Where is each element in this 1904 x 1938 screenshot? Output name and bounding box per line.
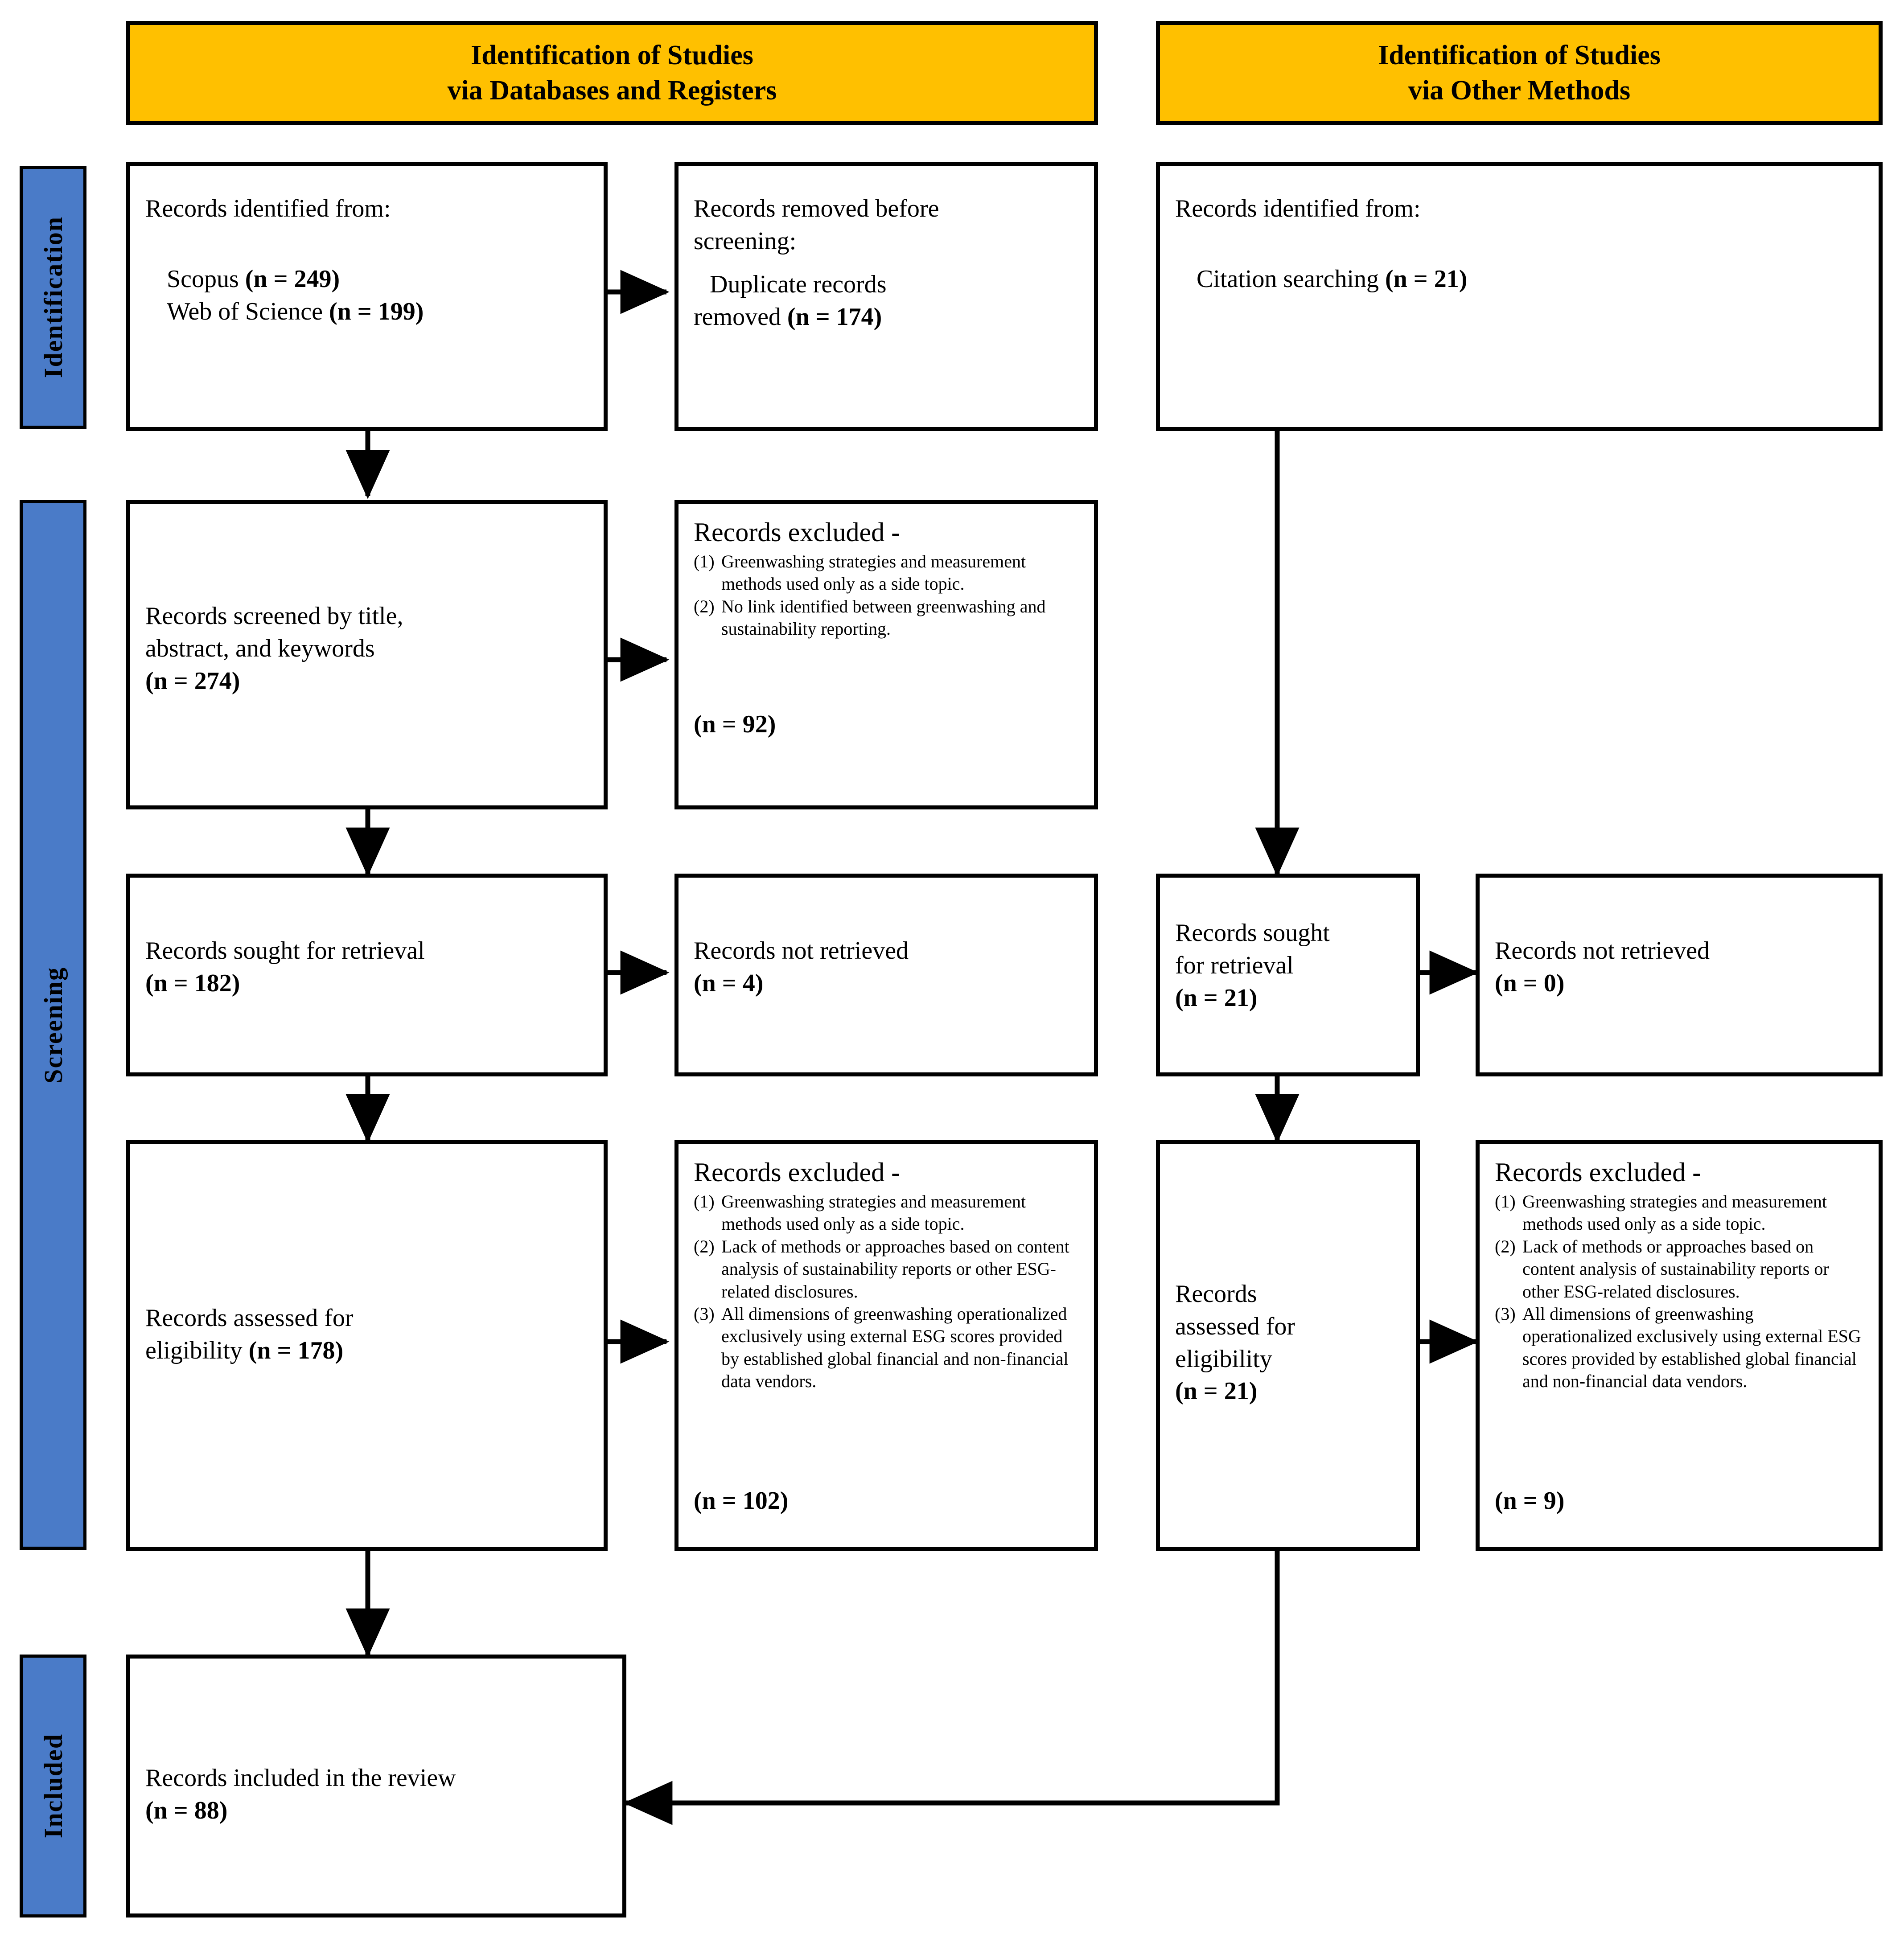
sought-other-line1: Records sought	[1175, 919, 1330, 947]
excluded-elig-db-n: (n = 102)	[694, 1487, 789, 1515]
box-records-excluded-eligibility-db: Records excluded - (1)Greenwashing strat…	[674, 1140, 1098, 1551]
included-n: (n = 88)	[145, 1796, 228, 1824]
assessed-db-line2: eligibility (n = 178)	[145, 1336, 344, 1364]
removed-line4: removed (n = 174)	[694, 303, 882, 331]
identified-db-scopus: Scopus (n = 249)	[167, 265, 340, 293]
excluded-screening-title: Records excluded -	[694, 517, 901, 547]
removed-line3: Duplicate records	[710, 271, 887, 298]
reason-item: (2)Lack of methods or approaches based o…	[694, 1236, 1069, 1302]
identified-other-citation: Citation searching (n = 21)	[1197, 265, 1468, 293]
notretrieved-db-n: (n = 4)	[694, 969, 764, 997]
identified-other-line1: Records identified from:	[1175, 195, 1421, 222]
box-records-sought-retrieval-db: Records sought for retrieval (n = 182)	[126, 874, 608, 1076]
assessed-db-line1: Records assessed for	[145, 1304, 354, 1332]
assessed-other-line1: Records	[1175, 1280, 1257, 1308]
header-db-line2: via Databases and Registers	[447, 75, 777, 106]
stage-label-identification-text: Identification	[38, 216, 68, 378]
arrow-other-to-included	[623, 1551, 1280, 1825]
reason-item: (3)All dimensions of greenwashing operat…	[694, 1303, 1069, 1392]
stage-label-screening: Screening	[20, 500, 86, 1550]
stage-label-screening-text: Screening	[38, 966, 68, 1084]
excluded-elig-other-reasons: (1)Greenwashing strategies and measureme…	[1480, 1191, 1879, 1393]
header-other-methods: Identification of Studies via Other Meth…	[1156, 21, 1883, 125]
box-records-removed-before-screening: Records removed before screening: Duplic…	[674, 162, 1098, 431]
header-databases-registers: Identification of Studies via Databases …	[126, 21, 1098, 125]
excluded-screening-reasons: (1)Greenwashing strategies and measureme…	[679, 550, 1094, 641]
sought-other-line2: for retrieval	[1175, 951, 1294, 979]
box-records-identified-databases: Records identified from: Scopus (n = 249…	[126, 162, 608, 431]
header-other-line2: via Other Methods	[1408, 75, 1631, 106]
box-records-not-retrieved-other: Records not retrieved (n = 0)	[1476, 874, 1883, 1076]
stage-label-included: Included	[20, 1655, 86, 1917]
excluded-screening-n: (n = 92)	[694, 710, 776, 738]
screened-n: (n = 274)	[145, 667, 240, 695]
sought-db-n: (n = 182)	[145, 969, 240, 997]
assessed-other-n: (n = 21)	[1175, 1377, 1258, 1405]
excluded-elig-other-title: Records excluded -	[1495, 1158, 1702, 1187]
box-records-sought-retrieval-other: Records sought for retrieval (n = 21)	[1156, 874, 1420, 1076]
reason-item: (2)Lack of methods or approaches based o…	[1495, 1236, 1829, 1302]
notretrieved-db-line1: Records not retrieved	[694, 937, 909, 965]
excluded-elig-db-title: Records excluded -	[694, 1158, 901, 1187]
reason-item: (2)No link identified between greenwashi…	[694, 596, 1046, 639]
reason-item: (1)Greenwashing strategies and measureme…	[1495, 1191, 1827, 1234]
box-records-assessed-eligibility-other: Records assessed for eligibility (n = 21…	[1156, 1140, 1420, 1551]
included-line1: Records included in the review	[145, 1764, 456, 1792]
screened-line1: Records screened by title,	[145, 602, 403, 630]
reason-item: (3)All dimensions of greenwashing operat…	[1495, 1303, 1861, 1392]
sought-other-n: (n = 21)	[1175, 984, 1258, 1012]
excluded-elig-other-n: (n = 9)	[1495, 1487, 1565, 1515]
removed-line2: screening:	[694, 227, 797, 255]
identified-db-wos: Web of Science (n = 199)	[167, 297, 424, 325]
box-records-included-review: Records included in the review (n = 88)	[126, 1655, 626, 1917]
assessed-other-line2: assessed for	[1175, 1312, 1295, 1340]
header-db-line1: Identification of Studies	[471, 40, 753, 70]
identified-db-line1: Records identified from:	[145, 195, 391, 222]
removed-line1: Records removed before	[694, 195, 939, 222]
assessed-other-line3: eligibility	[1175, 1345, 1272, 1373]
reason-item: (1)Greenwashing strategies and measureme…	[694, 1191, 1026, 1234]
box-records-assessed-eligibility-db: Records assessed for eligibility (n = 17…	[126, 1140, 608, 1551]
screened-line2: abstract, and keywords	[145, 634, 375, 662]
sought-db-line1: Records sought for retrieval	[145, 937, 425, 965]
box-records-excluded-eligibility-other: Records excluded - (1)Greenwashing strat…	[1476, 1140, 1883, 1551]
box-records-not-retrieved-db: Records not retrieved (n = 4)	[674, 874, 1098, 1076]
box-records-identified-other-methods: Records identified from: Citation search…	[1156, 162, 1883, 431]
reason-item: (1)Greenwashing strategies and measureme…	[694, 551, 1026, 594]
notretrieved-other-n: (n = 0)	[1495, 969, 1565, 997]
box-records-excluded-screening: Records excluded - (1)Greenwashing strat…	[674, 500, 1098, 809]
stage-label-identification: Identification	[20, 166, 86, 429]
stage-label-included-text: Included	[38, 1733, 68, 1839]
box-records-screened: Records screened by title, abstract, and…	[126, 500, 608, 809]
excluded-elig-db-reasons: (1)Greenwashing strategies and measureme…	[679, 1191, 1094, 1393]
notretrieved-other-line1: Records not retrieved	[1495, 937, 1710, 965]
header-other-line1: Identification of Studies	[1378, 40, 1661, 70]
